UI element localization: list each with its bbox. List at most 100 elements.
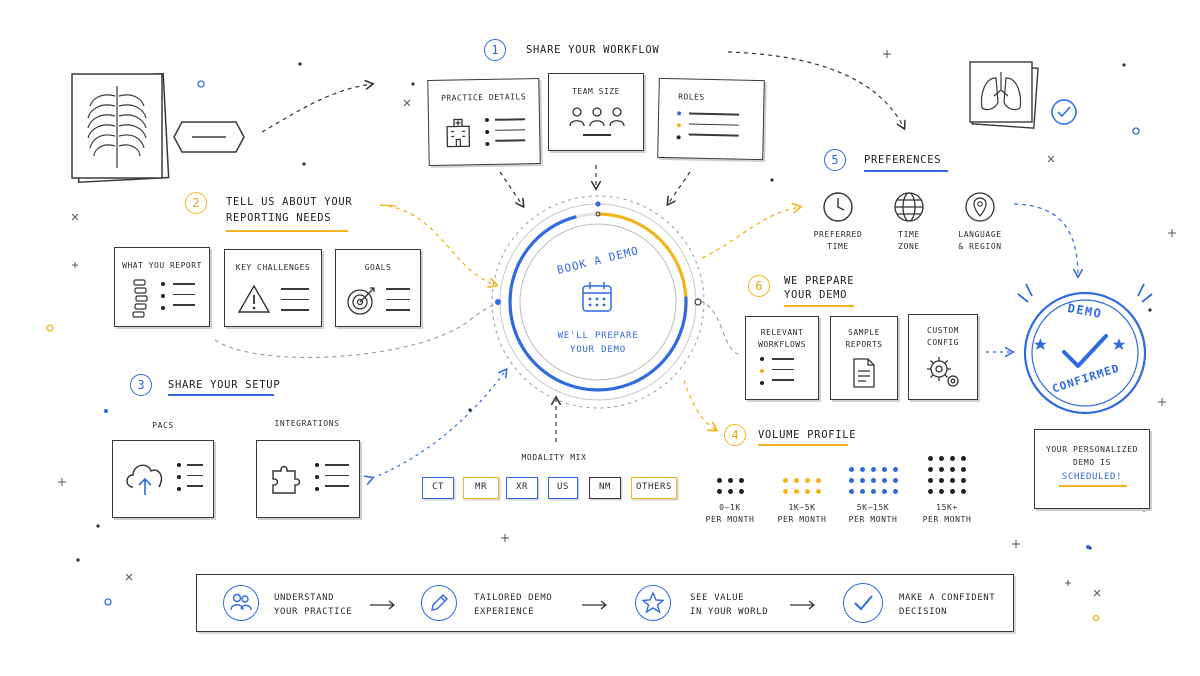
bar-step3-line1: SEE VALUE xyxy=(690,593,745,603)
check-circle-icon xyxy=(1050,98,1078,126)
preferred-time-line2: TIME xyxy=(827,242,849,251)
warning-icon xyxy=(237,284,271,313)
volume-tier-line1: 15K+ xyxy=(936,503,958,512)
volume-tier-line1: 1K–5K xyxy=(788,503,816,512)
clock-icon xyxy=(823,192,853,222)
what-you-report-card: WHAT YOU REPORT xyxy=(114,247,210,327)
bar-step4-line2: DECISION xyxy=(899,607,948,617)
note-line2: DEMO IS xyxy=(1073,458,1111,467)
volume-tier-line2: PER MONTH xyxy=(705,515,755,524)
volume-dot-grid xyxy=(716,478,744,494)
people-icon xyxy=(223,585,259,621)
arrow-right-icon xyxy=(788,596,818,615)
label-tag-illustration xyxy=(172,120,246,154)
card-label: TEAM SIZE xyxy=(572,87,620,96)
step2-number: 2 xyxy=(185,192,207,214)
card-label: PRACTICE DETAILS xyxy=(440,92,527,103)
card-line2: REPORTS xyxy=(845,340,883,349)
roles-card: ROLES xyxy=(657,77,765,161)
bar-step2-line2: EXPERIENCE xyxy=(474,607,535,617)
card-line1: SAMPLE xyxy=(848,328,880,337)
language-region-line2: & REGION xyxy=(958,242,1002,251)
custom-config-card: CUSTOM CONFIG xyxy=(908,314,978,400)
time-zone-line1: TIME xyxy=(898,230,920,239)
goals-card: GOALS xyxy=(335,249,421,327)
step6-title-line2: YOUR DEMO xyxy=(784,289,848,301)
arrow-right-icon xyxy=(368,596,398,615)
step2-title-line2: REPORTING NEEDS xyxy=(226,212,332,224)
book-demo-ring xyxy=(491,195,705,409)
check-icon xyxy=(843,583,883,623)
modality-chip: XR xyxy=(506,477,538,499)
list-icon xyxy=(760,357,764,393)
note-line1: YOUR PERSONALIZED xyxy=(1045,445,1139,454)
step6-number: 6 xyxy=(748,275,770,297)
prepare-demo-line2: YOUR DEMO xyxy=(570,345,626,355)
pacs-label: PACS xyxy=(152,421,174,430)
step4-number: 4 xyxy=(724,424,746,446)
sample-reports-card: SAMPLE REPORTS xyxy=(830,316,898,400)
pacs-card xyxy=(112,440,214,518)
hospital-icon xyxy=(446,118,471,148)
step3-title: SHARE YOUR SETUP xyxy=(168,379,281,391)
step1-number: 1 xyxy=(484,39,506,61)
card-line1: RELEVANT xyxy=(760,328,804,337)
calendar-icon xyxy=(582,282,612,312)
step5-number: 5 xyxy=(824,149,846,171)
star-icon xyxy=(635,585,671,621)
step5-title: PREFERENCES xyxy=(864,154,942,166)
roles-list-icon xyxy=(676,111,682,147)
step4-underline xyxy=(758,444,848,446)
bar-step1-line1: UNDERSTAND xyxy=(274,593,335,603)
demo-confirmed-stamp xyxy=(1017,283,1153,415)
integrations-label: INTEGRATIONS xyxy=(274,419,340,428)
step6-title-line1: WE PREPARE xyxy=(784,275,855,287)
language-region-line1: LANGUAGE xyxy=(958,230,1002,239)
volume-dot-grid xyxy=(928,456,966,494)
bar-step2-line1: TAILORED DEMO xyxy=(474,593,553,603)
step2-title-line1: TELL US ABOUT YOUR xyxy=(226,196,353,208)
target-icon xyxy=(347,287,375,315)
note-line3: SCHEDULED! xyxy=(1061,472,1123,482)
chest-xray-illustration xyxy=(70,72,170,184)
modality-chip: OTHERS xyxy=(631,477,677,499)
card-line2: WORKFLOWS xyxy=(758,340,806,349)
bar-step3-line2: IN YOUR WORLD xyxy=(690,607,769,617)
puzzle-icon xyxy=(272,465,301,494)
bar-step1-line2: YOUR PRACTICE xyxy=(274,607,353,617)
card-line1: CUSTOM xyxy=(927,326,959,335)
pencil-icon xyxy=(421,585,457,621)
key-challenges-card: KEY CHALLENGES xyxy=(224,249,322,327)
spine-icon xyxy=(132,279,148,318)
time-zone-line2: ZONE xyxy=(898,242,920,251)
volume-tier-line2: PER MONTH xyxy=(777,515,827,524)
prepare-demo-line1: WE'LL PREPARE xyxy=(557,331,639,341)
modality-chip: MR xyxy=(463,477,499,499)
volume-dot-grid xyxy=(783,478,821,494)
integrations-card xyxy=(256,440,360,518)
cloud-upload-icon xyxy=(126,464,163,495)
card-label: KEY CHALLENGES xyxy=(235,263,311,272)
relevant-workflows-card: RELEVANT WORKFLOWS xyxy=(745,316,819,400)
scheduled-note-card: YOUR PERSONALIZED DEMO IS SCHEDULED! xyxy=(1034,429,1150,509)
step3-underline xyxy=(168,394,274,396)
step5-underline xyxy=(864,170,948,172)
step1-title: SHARE YOUR WORKFLOW xyxy=(526,44,660,56)
volume-tier-line2: PER MONTH xyxy=(848,515,898,524)
document-icon xyxy=(853,358,875,388)
card-line2: CONFIG xyxy=(927,338,959,347)
bar-step4-line1: MAKE A CONFIDENT xyxy=(899,593,996,603)
arrow-right-icon xyxy=(580,596,610,615)
location-pin-icon xyxy=(965,192,995,222)
step4-title: VOLUME PROFILE xyxy=(758,429,857,441)
preferred-time-line1: PREFERRED xyxy=(813,230,863,239)
team-size-card: TEAM SIZE xyxy=(548,73,644,151)
gears-icon xyxy=(927,357,959,387)
card-label: GOALS xyxy=(364,263,392,272)
people-icon xyxy=(569,107,625,127)
modality-chip: CT xyxy=(422,477,454,499)
step2-underline xyxy=(226,230,348,232)
lungs-xray-illustration xyxy=(966,60,1040,130)
modality-chip: US xyxy=(548,477,578,499)
volume-tier-line2: PER MONTH xyxy=(922,515,972,524)
